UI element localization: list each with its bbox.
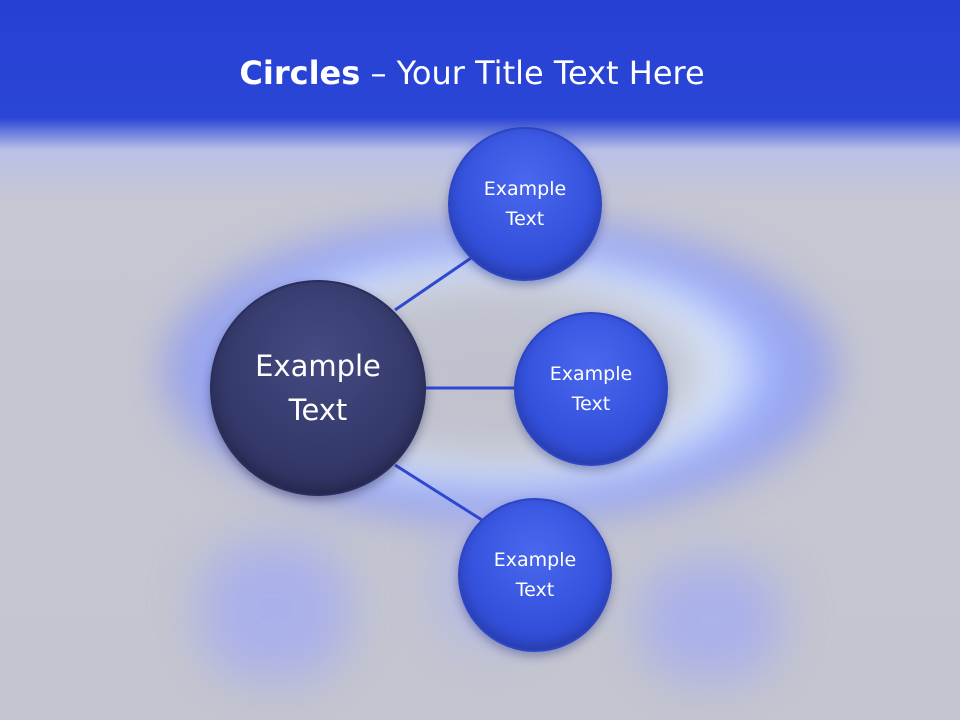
slide-title: Circles – Your Title Text Here: [0, 54, 944, 92]
flame-glow-lower-left: [200, 540, 350, 680]
connector-bottom: [394, 463, 483, 522]
title-rest: – Your Title Text Here: [360, 54, 705, 92]
center-circle-label: Example Text: [255, 349, 381, 427]
flame-glow-lower-right: [640, 560, 780, 680]
satellite-circle-middle[interactable]: Example Text: [514, 312, 668, 466]
satellite-circle-label: Example Text: [549, 363, 633, 415]
satellite-circle-label: Example Text: [483, 178, 567, 230]
connector-top: [394, 254, 475, 312]
satellite-circle-bottom[interactable]: Example Text: [458, 498, 612, 652]
title-bold: Circles: [239, 54, 361, 92]
center-circle[interactable]: Example Text: [210, 280, 426, 496]
satellite-circle-label: Example Text: [493, 549, 577, 601]
satellite-circle-top[interactable]: Example Text: [448, 127, 602, 281]
